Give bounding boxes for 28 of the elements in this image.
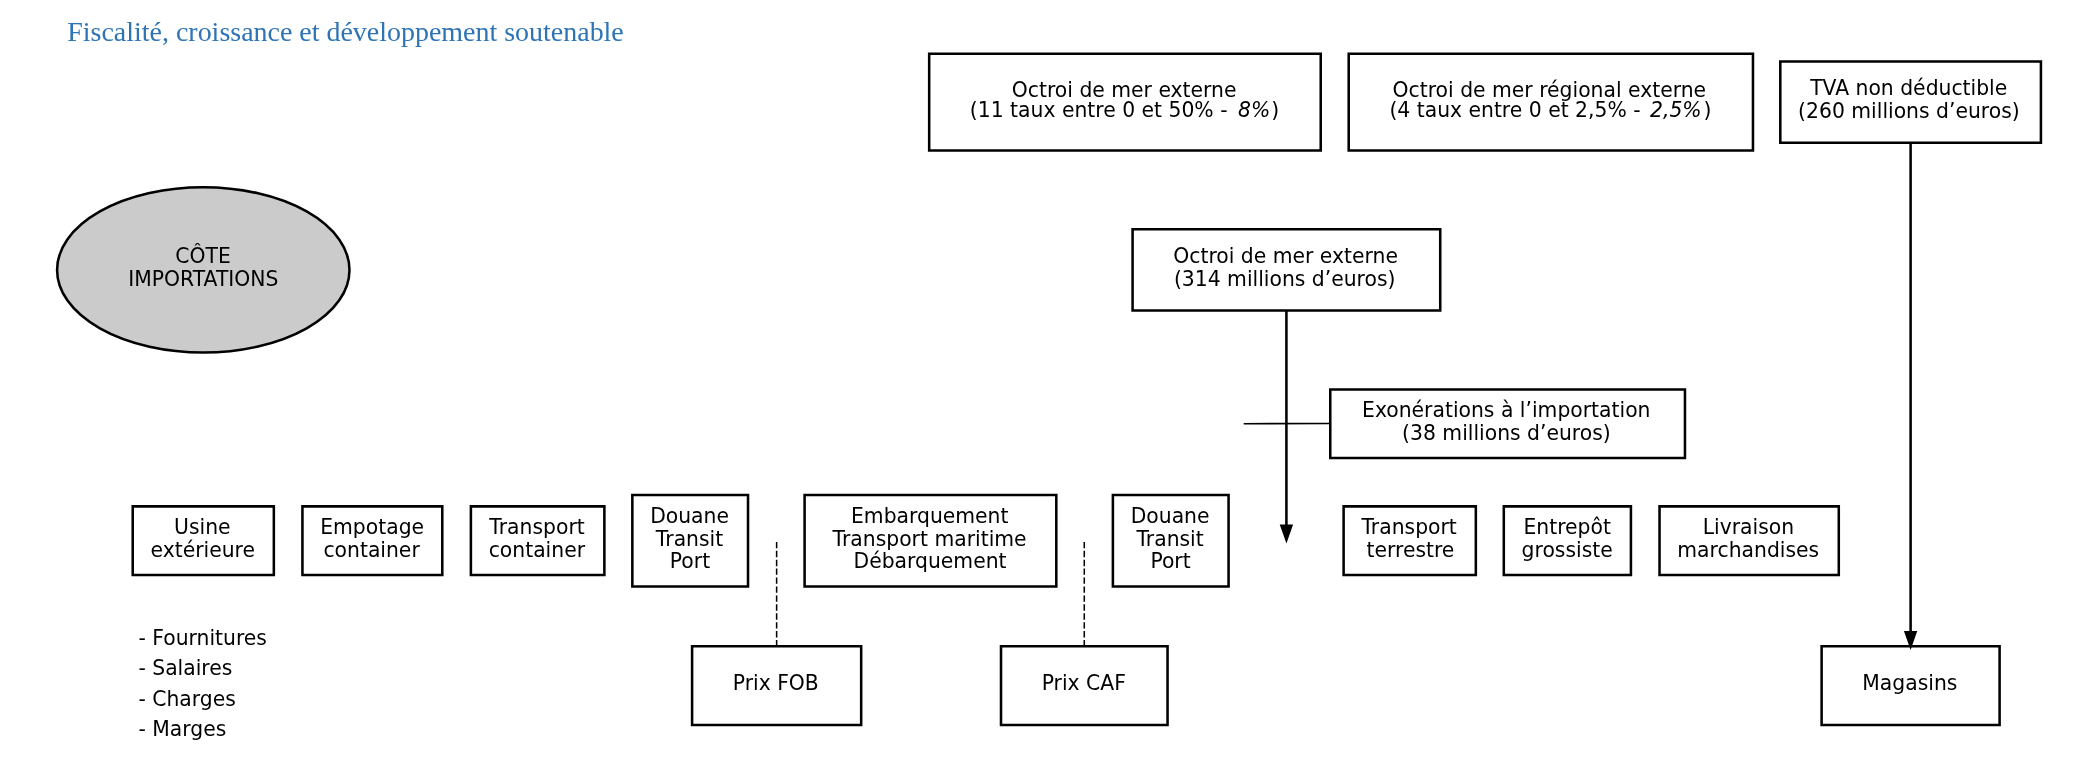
- node-ellipse: CÔTE IMPORTATIONS: [55, 186, 351, 354]
- label: - Charges: [138, 686, 236, 711]
- node-box: Prix FOB: [690, 644, 863, 727]
- node-box: Octroi de mer externe (314 millions d’euros): [1131, 227, 1442, 312]
- connector: [1242, 422, 1331, 425]
- node-box: Transport terrestre: [1342, 505, 1478, 577]
- node-box: Magasins: [1820, 644, 2001, 727]
- node-box: Entrepôt grossiste: [1502, 505, 1633, 577]
- node-box: Octroi de mer externe (11 taux entre 0 et 50% - 8%): [927, 52, 1322, 152]
- node-box: Prix CAF: [999, 644, 1169, 727]
- node-box: Livraison marchandises: [1658, 505, 1841, 577]
- node-box: Octroi de mer régional externe (4 taux entre 0 et 2,5% - 2,5%): [1347, 52, 1755, 152]
- arrow: [1279, 311, 1294, 544]
- node-box: Transport container: [469, 505, 606, 577]
- label: - Marges: [138, 717, 227, 742]
- connector: [775, 541, 778, 647]
- node-box: Douane Transit Port: [631, 493, 750, 588]
- connector: [1083, 541, 1086, 647]
- node-box: Empotage container: [301, 505, 444, 577]
- node-box: TVA non déductible (260 millions d’euros): [1779, 60, 2043, 145]
- label: - Fournitures: [138, 625, 267, 650]
- node-box: Douane Transit Port: [1111, 493, 1230, 588]
- node-box: Usine extérieure: [131, 505, 276, 577]
- node-box: Exonérations à l’importation (38 millions d’euros): [1329, 388, 1687, 460]
- arrow: [1903, 143, 1918, 650]
- label: - Salaires: [138, 656, 233, 681]
- diagram-title: Fiscalité, croissance et développement soutenable: [67, 15, 624, 47]
- node-box: Embarquement Transport maritime Débarquement: [803, 493, 1058, 588]
